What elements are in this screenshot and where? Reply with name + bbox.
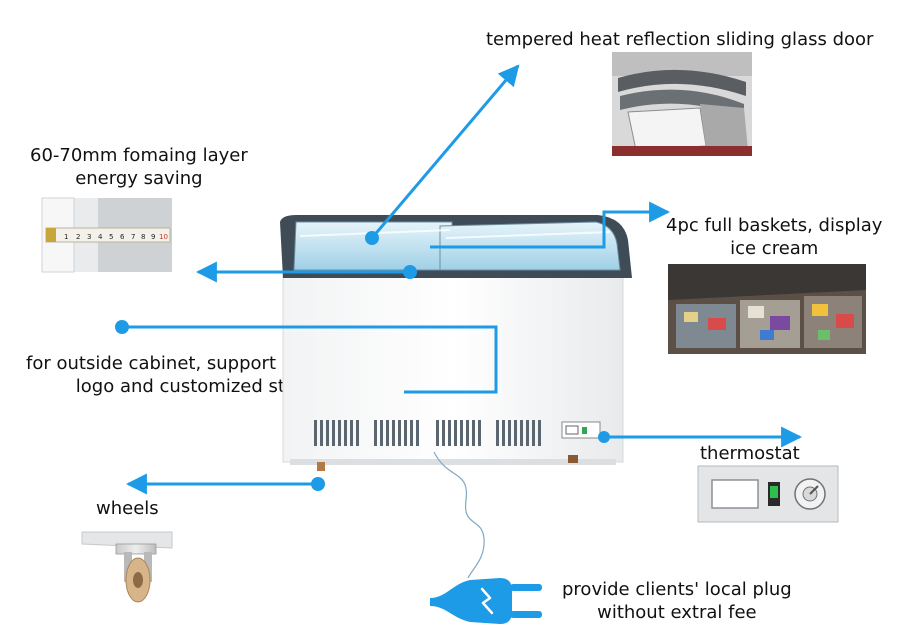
ruler-tick-1: 1	[64, 233, 68, 241]
dot-cabinet	[115, 320, 129, 334]
plug-label: provide clients' local plug without extr…	[562, 579, 792, 623]
wheel-photo	[81, 530, 173, 604]
glass-door-label: tempered heat reflection sliding glass d…	[486, 29, 874, 50]
vent-grilles	[314, 420, 541, 446]
vent-slat	[472, 420, 475, 446]
thermostat-label: thermostat	[700, 443, 800, 464]
vent-slat	[520, 420, 523, 446]
ruler-tick-10: 10	[159, 233, 168, 241]
arrow-glass-door	[370, 64, 520, 239]
callout-arrows	[122, 64, 803, 495]
ruler-tick-5: 5	[109, 233, 113, 241]
vent-slat	[398, 420, 401, 446]
glass-door-photo	[612, 52, 752, 156]
foam-layer-label: 60-70mm fomaing layer energy saving	[30, 145, 248, 189]
arrow-cabinet	[122, 325, 498, 394]
vent-slat	[502, 420, 505, 446]
vent-slat	[448, 420, 451, 446]
thermostat-photo	[697, 465, 839, 523]
baskets-photo	[668, 264, 866, 354]
freezer-base	[290, 459, 616, 465]
vent-slat	[442, 420, 445, 446]
ruler-tick-7: 7	[131, 233, 135, 241]
wheel-left	[317, 462, 325, 471]
ruler-tick-8: 8	[141, 233, 145, 241]
vent-slat	[314, 420, 317, 446]
baskets-label: 4pc full baskets, display ice cream	[666, 215, 883, 259]
vent-slat	[466, 420, 469, 446]
vent-slat	[374, 420, 377, 446]
vent-slat	[404, 420, 407, 446]
dot-thermostat	[598, 431, 610, 443]
ruler-tick-9: 9	[151, 233, 155, 241]
vent-slat	[436, 420, 439, 446]
vent-slat	[526, 420, 529, 446]
vent-slat	[508, 420, 511, 446]
chest-freezer	[280, 215, 632, 579]
vent-slat	[326, 420, 329, 446]
vent-slat	[332, 420, 335, 446]
vent-slat	[392, 420, 395, 446]
vent-slat	[416, 420, 419, 446]
vent-slat	[410, 420, 413, 446]
vent-slat	[478, 420, 481, 446]
arrow-baskets	[430, 201, 671, 249]
vent-slat	[338, 420, 341, 446]
vent-slat	[538, 420, 541, 446]
vent-slat	[350, 420, 353, 446]
ruler-tick-4: 4	[98, 233, 103, 241]
vent-slat	[532, 420, 535, 446]
dot-wheels	[311, 477, 325, 491]
ruler-tick-3: 3	[87, 233, 91, 241]
vent-slat	[454, 420, 457, 446]
power-cord	[433, 451, 485, 579]
vent-slat	[460, 420, 463, 446]
dot-foam-layer	[403, 265, 417, 279]
sliding-glass-door-left	[293, 221, 453, 271]
vent-slat	[496, 420, 499, 446]
foam-layer-photo: 1 2 3 4 5 6 7 8 9 10	[41, 197, 172, 273]
wheels-label: wheels	[96, 498, 159, 519]
callout-dots	[115, 231, 610, 491]
vent-slat	[386, 420, 389, 446]
vent-slat	[344, 420, 347, 446]
vent-slat	[320, 420, 323, 446]
ruler-tick-6: 6	[120, 233, 125, 241]
plug-icon	[430, 578, 542, 624]
vent-slat	[514, 420, 517, 446]
dot-glass-door	[365, 231, 379, 245]
ruler-tick-2: 2	[76, 233, 80, 241]
vent-slat	[380, 420, 383, 446]
wheel-right	[568, 455, 578, 463]
vent-slat	[356, 420, 359, 446]
